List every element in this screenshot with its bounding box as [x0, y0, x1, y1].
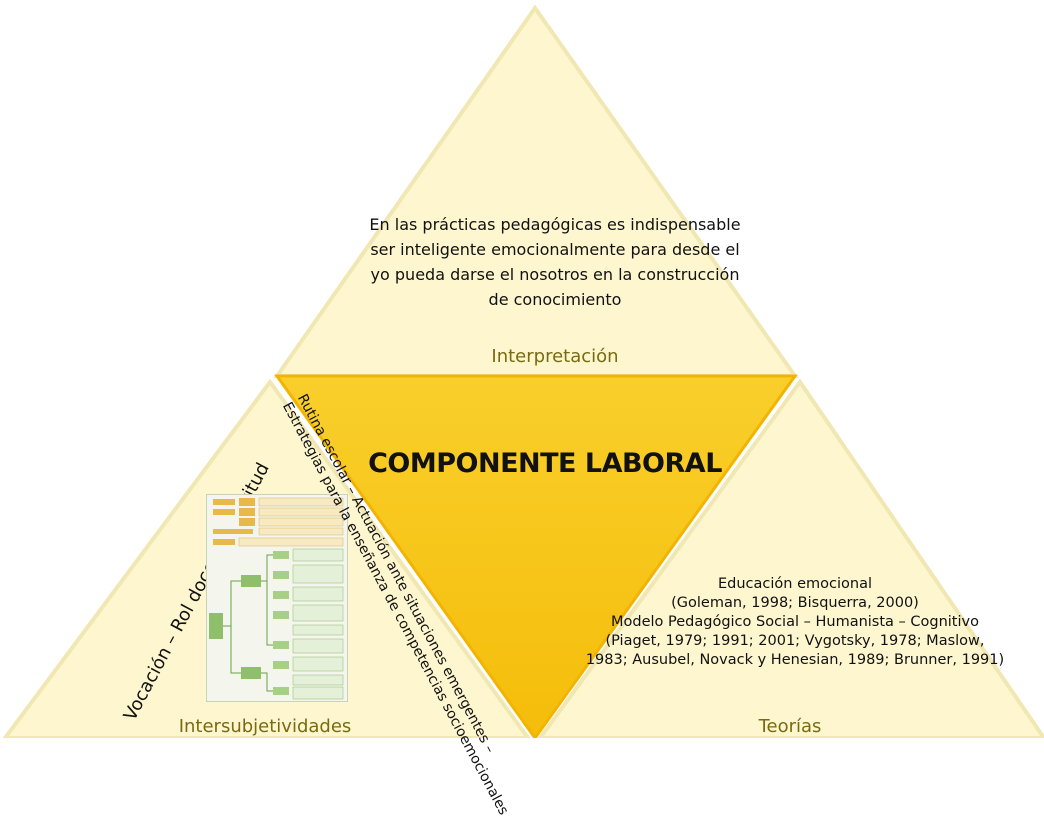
interpretation-text: En las prácticas pedagógicas es indispen… [369, 215, 741, 309]
intersubjectivities-caption: Intersubjetividades [178, 716, 352, 737]
theories-line-2: (Goleman, 1998; Bisquerra, 2000) [671, 595, 919, 611]
center-triangle [274, 374, 798, 738]
theories-line-4: (Piaget, 1979; 1991; 2001; Vygotsky, 197… [585, 633, 1005, 668]
right-triangle [537, 378, 1044, 738]
interpretation-caption: Interpretación [491, 346, 619, 367]
theories-line-3: Modelo Pedagógico Social – Humanista – C… [611, 614, 979, 630]
theories-text: Educación emocional (Goleman, 1998; Bisq… [585, 575, 1005, 670]
mind-map-thumbnail [206, 494, 348, 702]
diagram-stage: En las prácticas pedagógicas es indispen… [2, 4, 1044, 818]
theories-line-1: Educación emocional [718, 576, 872, 592]
theories-caption: Teorías [758, 716, 822, 737]
top-triangle [273, 4, 799, 378]
center-title: COMPONENTE LABORAL [368, 448, 722, 479]
